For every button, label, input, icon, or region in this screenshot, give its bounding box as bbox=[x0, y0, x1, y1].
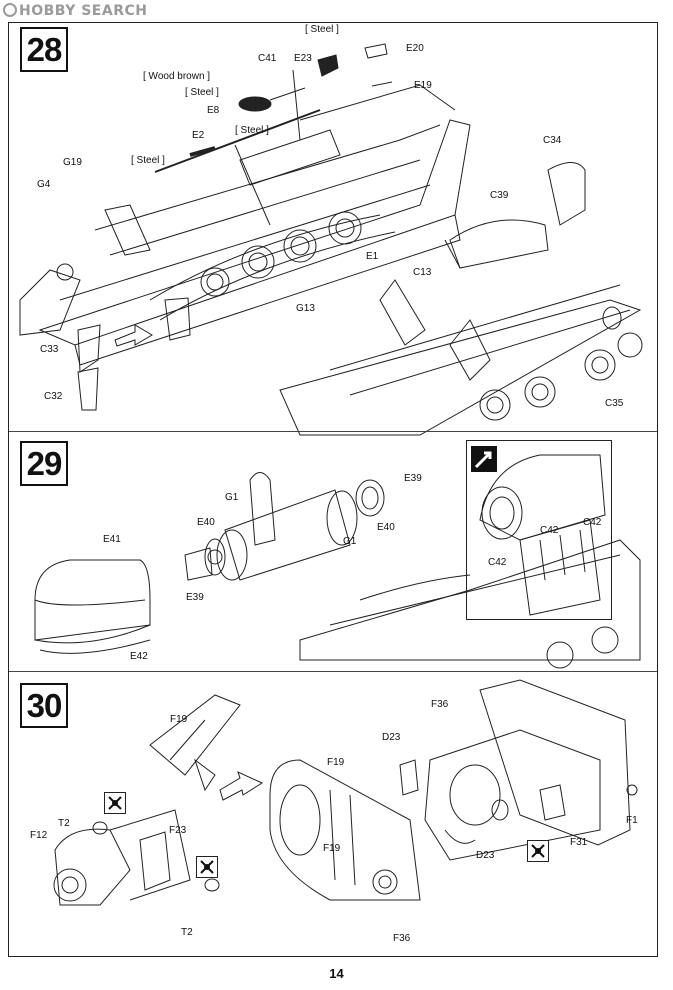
step28-hull-drawing bbox=[19, 43, 643, 436]
label-e2: E2 bbox=[192, 130, 205, 141]
label-e42: E42 bbox=[130, 651, 148, 662]
label-steel-e8: [ Steel ] bbox=[185, 87, 219, 98]
label-t2-top: T2 bbox=[58, 818, 70, 829]
label-g4: G4 bbox=[37, 179, 51, 190]
label-c42-c: C42 bbox=[488, 557, 507, 568]
detail-reference-icon bbox=[471, 446, 497, 472]
label-e19: E19 bbox=[414, 80, 432, 91]
page-number: 14 bbox=[329, 966, 344, 981]
label-c42-b: C42 bbox=[583, 517, 602, 528]
label-c35: C35 bbox=[605, 398, 624, 409]
label-c34: C34 bbox=[543, 135, 562, 146]
label-steel-left: [ Steel ] bbox=[131, 155, 165, 166]
label-c42-a: C42 bbox=[540, 525, 559, 536]
instruction-page-frame bbox=[8, 22, 658, 957]
label-c13: C13 bbox=[413, 267, 432, 278]
step30-drawing bbox=[53, 679, 638, 906]
label-e41: E41 bbox=[103, 534, 121, 545]
label-e40-left: E40 bbox=[197, 517, 215, 528]
label-f19-top: F19 bbox=[170, 714, 188, 725]
label-c32: C32 bbox=[44, 391, 63, 402]
step-number-28: 28 bbox=[20, 27, 68, 72]
label-steel-e23: [ Steel ] bbox=[305, 24, 339, 35]
label-g19: G19 bbox=[63, 157, 82, 168]
label-g1-top: G1 bbox=[225, 492, 239, 503]
label-g1-right: G1 bbox=[343, 536, 357, 547]
label-steel-mid: [ Steel ] bbox=[235, 125, 269, 136]
label-e39-right: E39 bbox=[404, 473, 422, 484]
label-e8: E8 bbox=[207, 105, 220, 116]
label-c33: C33 bbox=[40, 344, 59, 355]
label-t2-bottom: T2 bbox=[181, 927, 193, 938]
label-f19-bottom: F19 bbox=[323, 843, 341, 854]
label-e20: E20 bbox=[406, 43, 424, 54]
label-e39-left: E39 bbox=[186, 592, 204, 603]
step-number-29: 29 bbox=[20, 441, 68, 486]
label-e40-right: E40 bbox=[377, 522, 395, 533]
label-e1: E1 bbox=[366, 251, 379, 262]
label-g13: G13 bbox=[296, 303, 315, 314]
step29-detail-inset bbox=[466, 440, 612, 620]
step29-drawing bbox=[34, 454, 641, 669]
label-f1: F1 bbox=[626, 815, 638, 826]
label-f12: F12 bbox=[30, 830, 48, 841]
label-d23-bottom: D23 bbox=[476, 850, 495, 861]
label-f31: F31 bbox=[570, 837, 588, 848]
label-d23-top: D23 bbox=[382, 732, 401, 743]
label-f23: F23 bbox=[169, 825, 187, 836]
cement-icon bbox=[527, 840, 549, 862]
step-separator bbox=[9, 431, 657, 432]
label-wood-brown: [ Wood brown ] bbox=[143, 71, 211, 82]
label-f36-bottom: F36 bbox=[393, 933, 411, 944]
label-f36-top: F36 bbox=[431, 699, 449, 710]
label-c39: C39 bbox=[490, 190, 509, 201]
watermark: HOBBY SEARCH bbox=[3, 3, 147, 19]
hobby-search-logo-icon bbox=[3, 3, 17, 17]
label-e23: E23 bbox=[294, 53, 312, 64]
label-f19-mid: F19 bbox=[327, 757, 345, 768]
watermark-text: HOBBY SEARCH bbox=[19, 3, 148, 19]
step-separator bbox=[9, 671, 657, 672]
cement-icon bbox=[196, 856, 218, 878]
cement-icon bbox=[104, 792, 126, 814]
label-c41: C41 bbox=[258, 53, 277, 64]
step-number-30: 30 bbox=[20, 683, 68, 728]
